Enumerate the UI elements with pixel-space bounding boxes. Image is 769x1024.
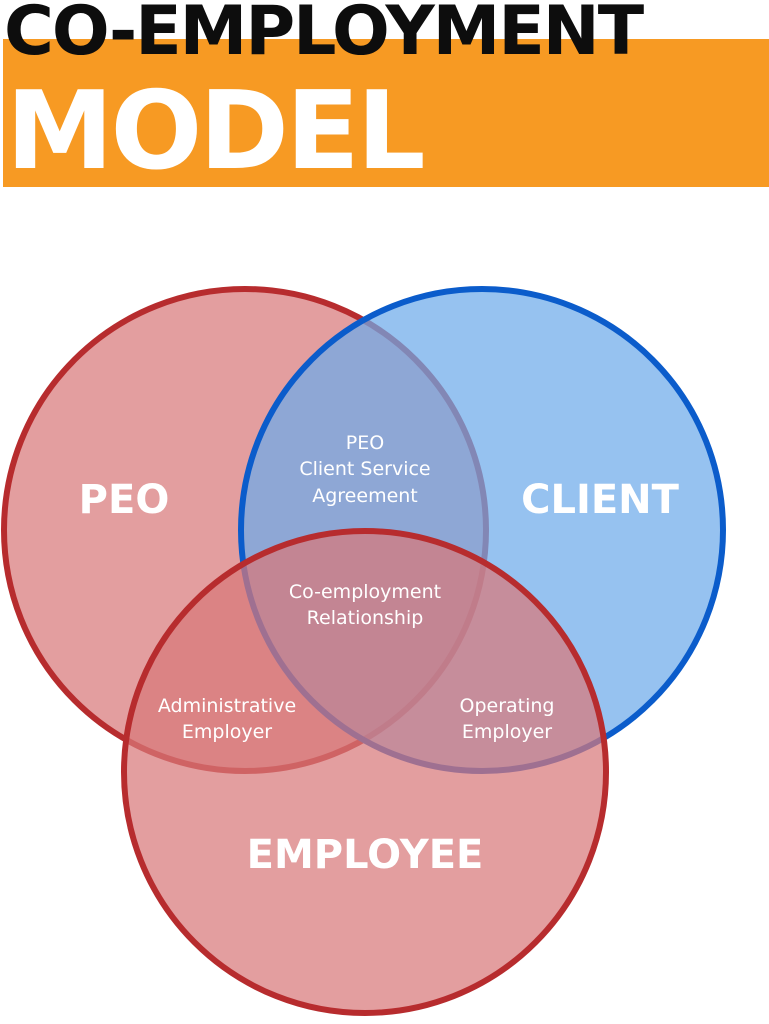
title-line-2: MODEL [6, 69, 426, 194]
employee-label: EMPLOYEE [247, 832, 484, 878]
peo-label: PEO [79, 477, 170, 523]
client-label: CLIENT [521, 477, 680, 523]
center-overlap-line-2: Relationship [307, 607, 424, 629]
title-banner [3, 39, 769, 187]
peo-employee-overlap-line-2: Employer [182, 721, 272, 743]
client-employee-overlap-line-2: Employer [462, 721, 552, 743]
peo-employee-overlap-line-1: Administrative [158, 695, 296, 717]
peo-client-overlap-line-1: PEO [346, 432, 384, 454]
peo-client-overlap-line-2: Client Service [299, 458, 430, 480]
peo-client-overlap-line-3: Agreement [312, 485, 418, 507]
title-line-1: CO-EMPLOYMENT [4, 0, 644, 71]
center-overlap-line-1: Co-employment [289, 581, 441, 603]
client-employee-overlap-line-1: Operating [460, 695, 555, 717]
employee-circle [121, 528, 609, 1016]
